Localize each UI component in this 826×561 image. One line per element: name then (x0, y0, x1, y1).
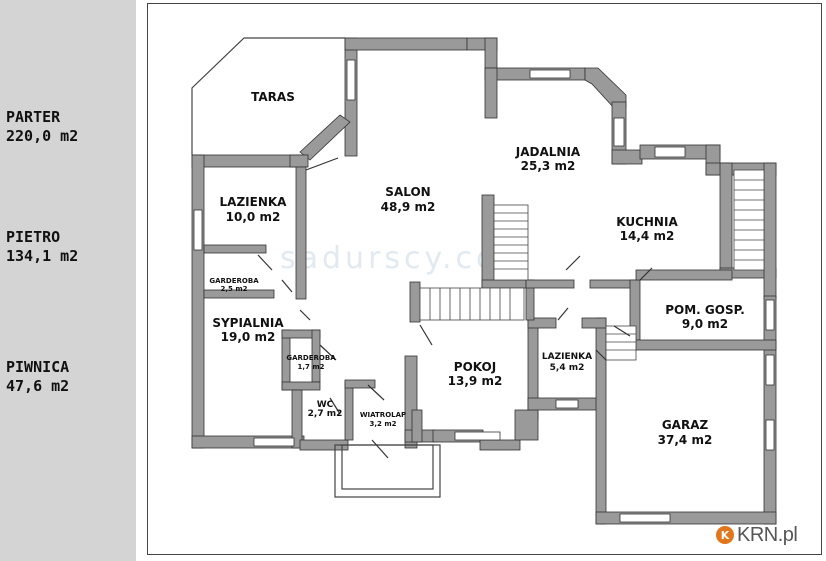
walls (191, 37, 777, 525)
krn-logo: K KRN.pl (716, 521, 798, 549)
room-lazienka-small-area: 5,4 m2 (550, 363, 585, 373)
floor-area: 47,6 m2 (6, 377, 70, 395)
room-pokoj-area: 13,9 m2 (448, 374, 503, 388)
room-jadalnia-area: 25,3 m2 (521, 159, 576, 173)
room-sypialnia-area: 19,0 m2 (221, 330, 276, 344)
room-garderoba-small-name: GARDEROBA (286, 354, 336, 362)
entrance-steps (334, 444, 441, 498)
windows (193, 59, 775, 523)
room-lazienka-small-name: LAZIENKA (542, 352, 592, 362)
room-pokoj-name: POKOJ (454, 360, 496, 374)
room-garaz-area: 37,4 m2 (658, 433, 713, 447)
door-swings (257, 157, 653, 459)
logo-mark-icon: K (716, 526, 734, 544)
room-wiatrolap-area: 3,2 m2 (369, 420, 396, 428)
room-garderoba-area: 2,5 m2 (220, 285, 247, 293)
room-sypialnia-name: SYPIALNIA (212, 316, 284, 330)
room-garaz-name: GARAZ (662, 418, 709, 432)
room-pom-gosp-area: 9,0 m2 (682, 317, 728, 331)
logo-text: KRN.pl (737, 523, 798, 546)
room-salon-area: 48,9 m2 (381, 200, 436, 214)
room-wiatrolap-name: WIATROLAP (360, 411, 406, 419)
room-garderoba-small-area: 1,7 m2 (297, 363, 324, 371)
room-salon-name: SALON (385, 185, 430, 199)
room-jadalnia-name: JADALNIA (515, 145, 581, 159)
room-labels: TARAS LAZIENKA 10,0 m2 SALON 48,9 m2 JAD… (209, 90, 744, 447)
floor-area: 134,1 m2 (6, 247, 79, 265)
floor-name: PARTER (6, 108, 61, 126)
room-kuchnia-name: KUCHNIA (616, 215, 678, 229)
room-wc-area: 2,7 m2 (308, 409, 343, 419)
terrace-outline (191, 37, 345, 155)
room-lazienka-area: 10,0 m2 (226, 210, 281, 224)
floor-name: PIETRO (6, 228, 61, 246)
room-taras-name: TARAS (251, 90, 295, 104)
room-wc-name: WC (317, 400, 334, 410)
room-pom-gosp-name: POM. GOSP. (665, 303, 745, 317)
room-lazienka-name: LAZIENKA (220, 195, 288, 209)
stairs-garage (605, 169, 765, 361)
floor-area: 220,0 m2 (6, 127, 79, 145)
room-garderoba-name: GARDEROBA (209, 277, 259, 285)
room-kuchnia-area: 14,4 m2 (620, 229, 675, 243)
floor-name: PIWNICA (6, 358, 70, 376)
stairs-main (419, 204, 529, 321)
